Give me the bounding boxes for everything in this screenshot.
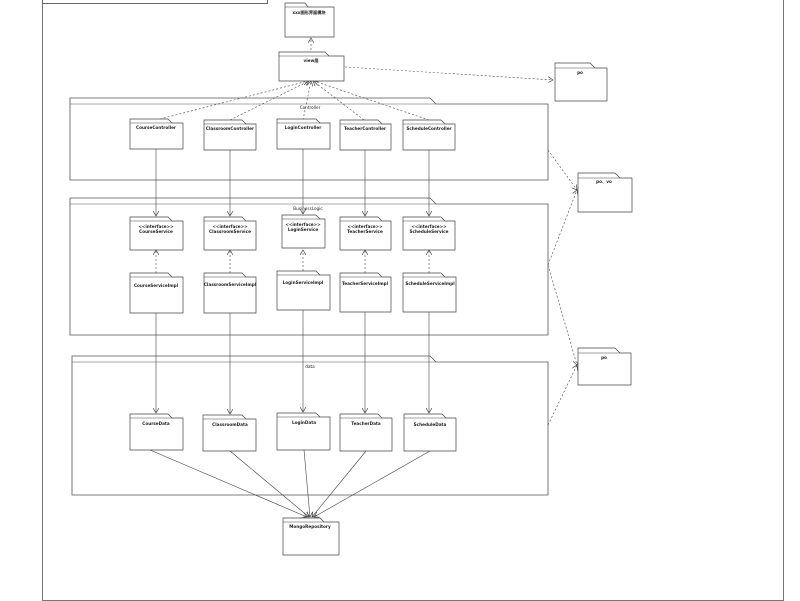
package-po-vo[interactable]: po、vo (577, 172, 633, 213)
schedule-service-label: ScheduleService (410, 229, 449, 234)
connectors (149, 38, 577, 517)
course-service-stereotype: <<interface>> (138, 224, 174, 229)
login-service-stereotype: <<interface>> (285, 222, 321, 227)
package-schedule-service[interactable]: <<interface>> ScheduleService (402, 216, 456, 251)
package-teacher-data[interactable]: TeacherData (339, 413, 393, 452)
classroom-service-label: ClassroomService (209, 229, 251, 234)
package-ui-module[interactable]: xxx图形界面模块 (284, 2, 335, 38)
package-mongo-repository[interactable]: MongoRepository (282, 517, 340, 556)
course-impl-label: CourseServiceImpl (134, 283, 179, 288)
mongo-repository-label: MongoRepository (289, 524, 331, 529)
dep-login-data-mongo (303, 449, 310, 517)
package-view[interactable]: view层 (278, 51, 345, 82)
dep-business-po (547, 264, 577, 365)
dep-schedule-ctrl-view (314, 81, 430, 121)
package-course-data[interactable]: CourseData (129, 413, 184, 451)
package-teacher-controller[interactable]: TeacherController (339, 119, 392, 151)
classroom-impl-label: ClassroomServiceImpl (204, 282, 257, 287)
group-data: data (71, 355, 549, 496)
course-controller-label: CourseController (136, 125, 177, 130)
package-course-impl[interactable]: CourseServiceImpl (129, 272, 184, 314)
group-controller: Controller (69, 97, 549, 181)
dep-classroom-ctrl-view (229, 81, 309, 121)
teacher-service-label: TeacherService (347, 229, 383, 234)
login-data-label: LoginData (292, 420, 316, 425)
schedule-controller-label: ScheduleController (406, 126, 452, 131)
course-data-label: CourseData (142, 421, 170, 426)
package-schedule-impl[interactable]: ScheduleServiceImpl (402, 272, 457, 313)
dep-data-po (547, 365, 577, 426)
classroom-data-label: ClassroomData (212, 422, 248, 427)
dep-classroom-data-mongo (229, 450, 309, 517)
group-data-label: data (305, 364, 315, 369)
login-impl-label: LoginServiceImpl (283, 280, 324, 285)
package-po-top[interactable]: po (554, 62, 608, 102)
package-teacher-impl[interactable]: TeacherServiceImpl (339, 272, 392, 313)
package-classroom-controller[interactable]: ClassroomController (203, 119, 257, 151)
dep-controller-vo (547, 149, 577, 190)
classroom-controller-label: ClassroomController (206, 126, 255, 131)
dep-course-data-mongo (149, 449, 307, 517)
group-controller-label: Controller (300, 105, 321, 110)
package-course-controller[interactable]: CourseController (129, 118, 184, 150)
package-schedule-data[interactable]: ScheduleData (403, 413, 457, 452)
package-login-service[interactable]: <<interface>> LoginService (281, 214, 326, 249)
schedule-data-label: ScheduleData (414, 422, 447, 427)
package-po-vo-label: po、vo (596, 179, 612, 185)
dep-login-ctrl-view (302, 81, 311, 121)
package-ui-module-label: xxx图形界面模块 (292, 9, 326, 16)
teacher-data-label: TeacherData (351, 421, 381, 426)
package-classroom-data[interactable]: ClassroomData (202, 414, 257, 452)
teacher-controller-label: TeacherController (344, 126, 387, 131)
packages: xxx图形界面模块 view层 po po、vo po Cour (129, 2, 633, 556)
package-login-data[interactable]: LoginData (276, 412, 331, 451)
login-controller-label: LoginController (285, 125, 323, 130)
package-classroom-impl[interactable]: ClassroomServiceImpl (203, 272, 257, 314)
schedule-service-stereotype: <<interface>> (411, 224, 447, 229)
course-service-label: CourseService (139, 229, 173, 234)
package-po-top-label: po (577, 70, 583, 75)
schedule-impl-label: ScheduleServiceImpl (405, 281, 455, 286)
login-service-label: LoginService (288, 227, 319, 232)
package-classroom-service[interactable]: <<interface>> ClassroomService (203, 216, 257, 251)
package-schedule-controller[interactable]: ScheduleController (402, 119, 456, 151)
dep-view-po (344, 66, 553, 80)
teacher-impl-label: TeacherServiceImpl (342, 281, 389, 286)
dep-business-vo (547, 190, 577, 266)
package-login-controller[interactable]: LoginController (276, 118, 331, 150)
dep-course-ctrl-view (155, 81, 308, 121)
teacher-service-stereotype: <<interface>> (347, 224, 383, 229)
package-login-impl[interactable]: LoginServiceImpl (276, 270, 331, 311)
group-business-logic: BusinessLogic (69, 197, 549, 336)
dep-teacher-data-mongo (312, 450, 367, 517)
frame-tab: png (42, 0, 268, 4)
dep-teacher-ctrl-view (313, 81, 365, 121)
group-business-label: BusinessLogic (293, 206, 323, 211)
package-po-bottom-label: po (601, 355, 607, 360)
classroom-service-stereotype: <<interface>> (212, 224, 248, 229)
package-view-label: view层 (303, 57, 319, 64)
package-course-service[interactable]: <<interface>> CourseService (129, 216, 184, 251)
package-teacher-service[interactable]: <<interface>> TeacherService (339, 216, 392, 251)
dep-schedule-data-mongo (314, 450, 431, 517)
package-po-bottom[interactable]: po (577, 347, 632, 386)
